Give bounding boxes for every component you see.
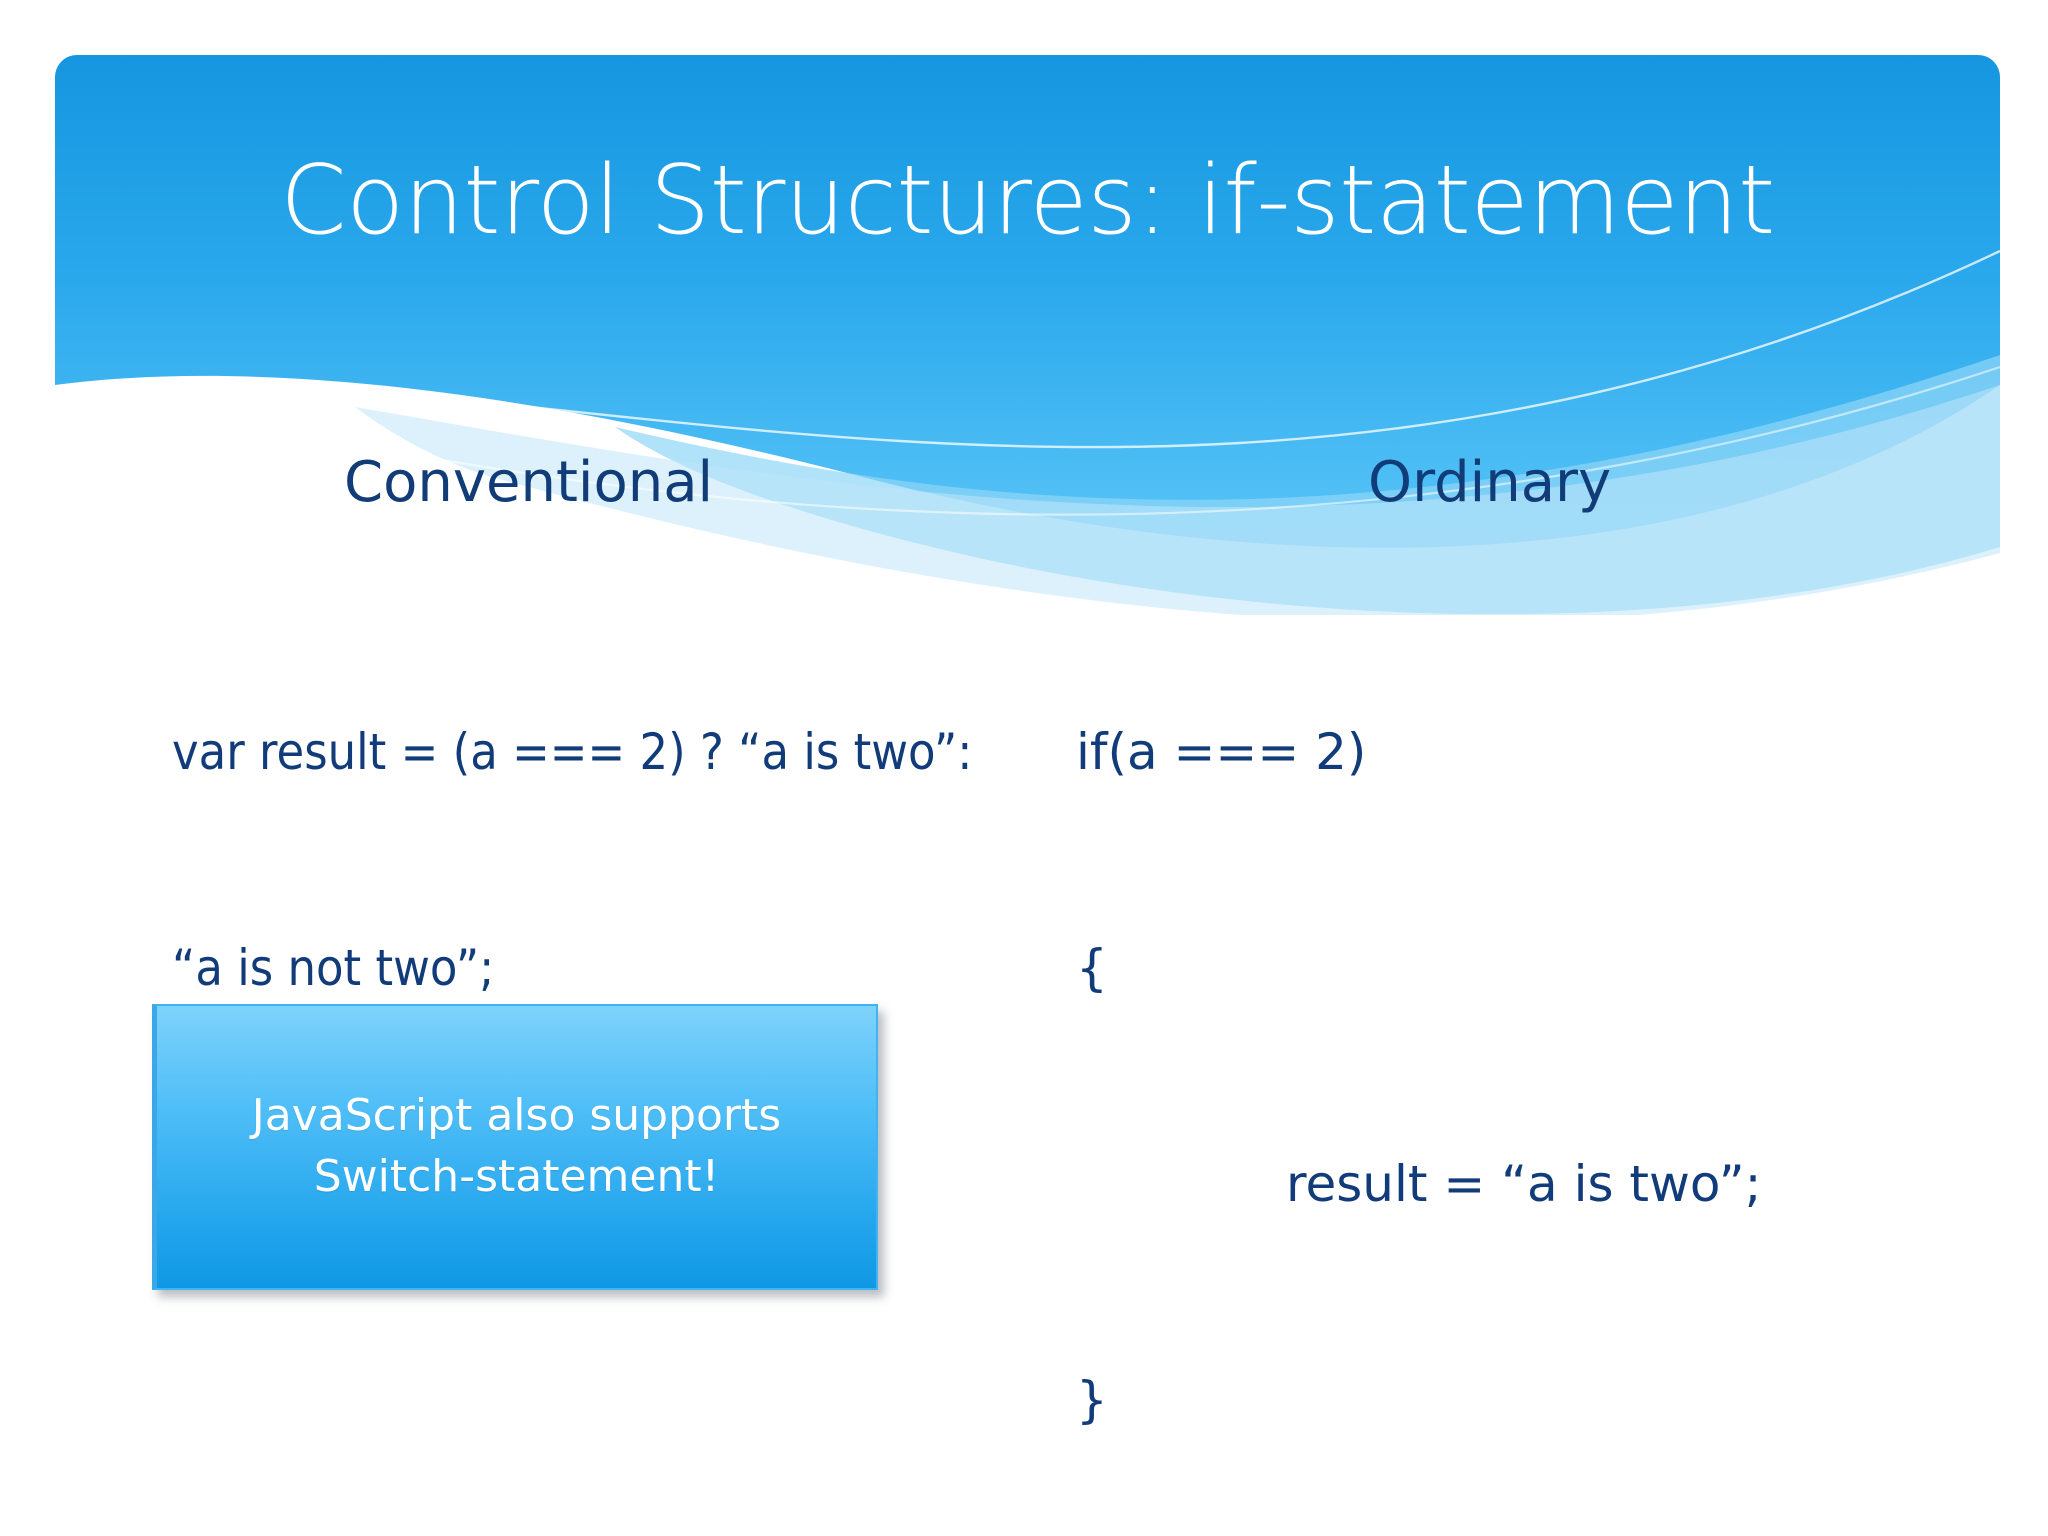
column-heading-conventional: Conventional	[344, 450, 714, 515]
code-line: result = “a is two”;	[1286, 1155, 1762, 1213]
header-banner-graphic	[55, 55, 2000, 615]
code-line: var result = (a === 2) ? “a is two”:	[172, 723, 973, 781]
slide-title: Control Structures: if-statement	[280, 146, 1775, 256]
column-heading-ordinary: Ordinary	[1368, 450, 1612, 515]
callout-box: JavaScript also supports Switch-statemen…	[152, 1004, 878, 1290]
callout-text: JavaScript also supports Switch-statemen…	[251, 1090, 782, 1202]
code-line: “a is not two”;	[172, 939, 495, 997]
code-line: {	[1076, 939, 1108, 997]
code-line: }	[1076, 1371, 1108, 1429]
code-block-conventional: var result = (a === 2) ? “a is two”: “a …	[172, 572, 973, 1148]
code-block-ordinary: if(a === 2) { result = “a is two”; } els…	[1076, 572, 1976, 1536]
code-line: if(a === 2)	[1076, 723, 1367, 781]
